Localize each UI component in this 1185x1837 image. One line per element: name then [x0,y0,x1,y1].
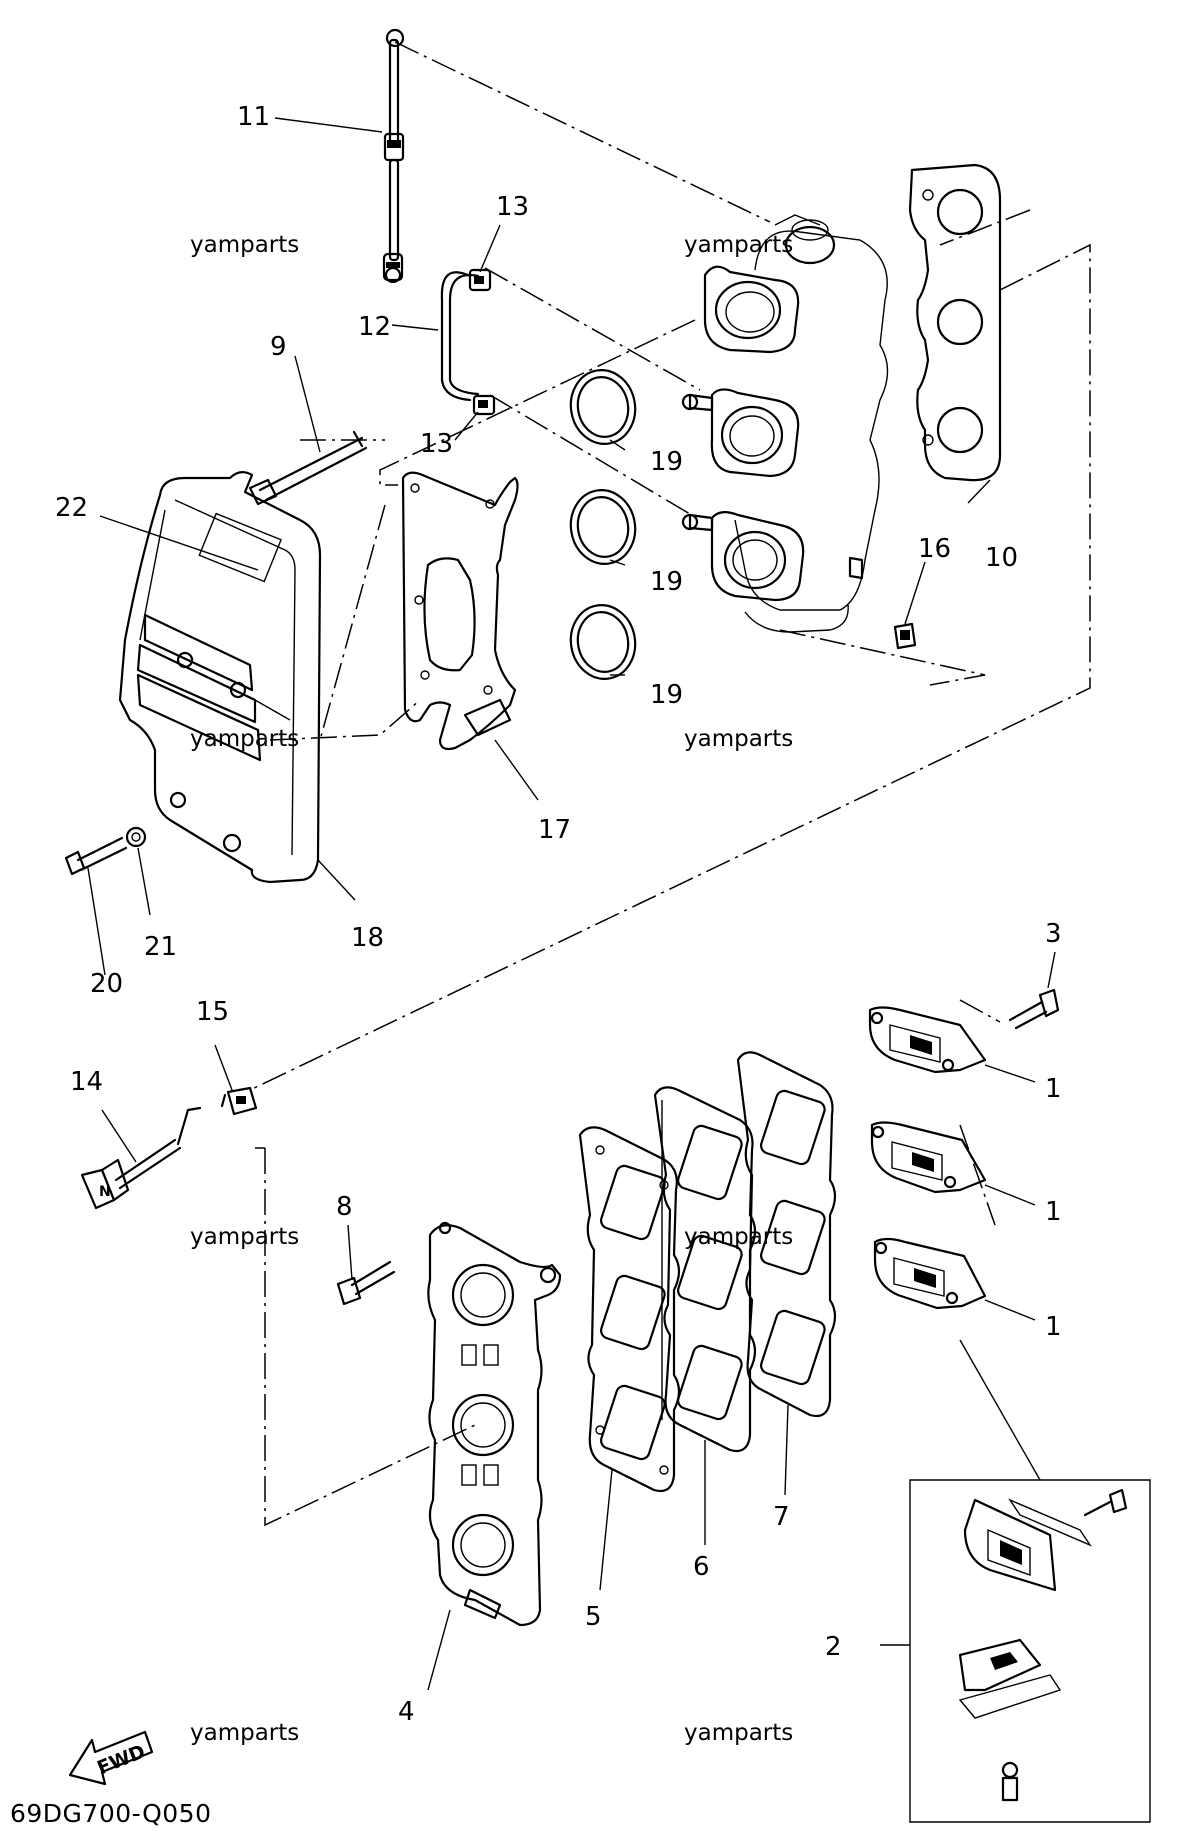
reed-valve-plate [427,1221,562,1627]
watermark-2: yamparts [684,232,793,258]
callout-6: 6 [693,1552,710,1582]
watermark-6: yamparts [684,1224,793,1250]
gasket-6 [653,1086,757,1453]
callout-3: 3 [1045,919,1062,949]
reed-valve-2 [870,1121,987,1194]
o-ring-3 [569,604,637,680]
diagram-code: 69DG700-Q050 [10,1799,211,1828]
callout-1-a: 1 [1045,1074,1062,1104]
callout-22: 22 [55,493,88,523]
callout-16: 16 [918,534,951,564]
callout-19-a: 19 [650,447,683,477]
bolt-8 [336,1260,396,1306]
hose-clip-lower [472,394,496,416]
fwd-label: FWD [94,1741,148,1780]
watermark-1: yamparts [190,232,299,258]
bolt-9 [248,430,368,506]
callout-9: 9 [270,332,287,362]
svg-text:N: N [99,1184,111,1200]
callout-17: 17 [538,815,571,845]
watermarks: yamparts yamparts yamparts yamparts yamp… [190,232,793,1746]
callout-1-b: 1 [1045,1197,1062,1227]
leader-lines [87,117,1056,1691]
callout-2: 2 [825,1632,842,1662]
callout-12: 12 [358,312,391,342]
o-ring-2 [569,489,637,565]
callout-19-c: 19 [650,680,683,710]
watermark-5: yamparts [190,1224,299,1250]
carburetor-assembly [681,214,889,633]
assembly-lines [249,41,1091,1527]
throttle-link-rod [382,28,405,284]
o-ring-1 [569,369,637,445]
callout-21: 21 [144,932,177,962]
callout-8: 8 [336,1192,353,1222]
callout-10: 10 [985,543,1018,573]
callout-20: 20 [90,969,123,999]
intake-silencer [118,471,322,884]
callout-5: 5 [585,1602,602,1632]
callout-11: 11 [237,102,270,132]
callout-18: 18 [351,923,384,953]
reed-valve-1 [868,1006,987,1074]
bolt-20 [64,836,128,876]
callout-7: 7 [773,1502,790,1532]
reed-valve-3 [873,1237,987,1310]
fuel-hose [440,271,480,402]
callout-13-lower: 13 [420,429,453,459]
callout-1-c: 1 [1045,1312,1062,1342]
bolt-3 [1008,988,1060,1030]
callout-19-b: 19 [650,567,683,597]
watermark-3: yamparts [190,726,299,752]
gasket-5 [578,1126,681,1493]
clip-16 [893,622,917,650]
callouts: 11 12 13 13 9 22 10 16 19 19 19 17 18 21… [55,102,1062,1727]
reed-valve-detail [909,1479,1151,1823]
manifold-gasket [908,163,1002,482]
fwd-arrow [68,1730,154,1786]
callout-15: 15 [196,997,229,1027]
silencer-gasket [401,471,519,751]
watermark-4: yamparts [684,726,793,752]
watermark-8: yamparts [684,1720,793,1746]
watermark-7: yamparts [190,1720,299,1746]
gasket-7 [736,1051,837,1418]
grommet-15 [220,1086,258,1116]
callout-4: 4 [398,1697,415,1727]
hose-clip-upper [468,268,492,292]
washer-21 [125,826,147,848]
callout-13-upper: 13 [496,192,529,222]
choke-knob: N [80,1106,202,1210]
callout-14: 14 [70,1067,103,1097]
